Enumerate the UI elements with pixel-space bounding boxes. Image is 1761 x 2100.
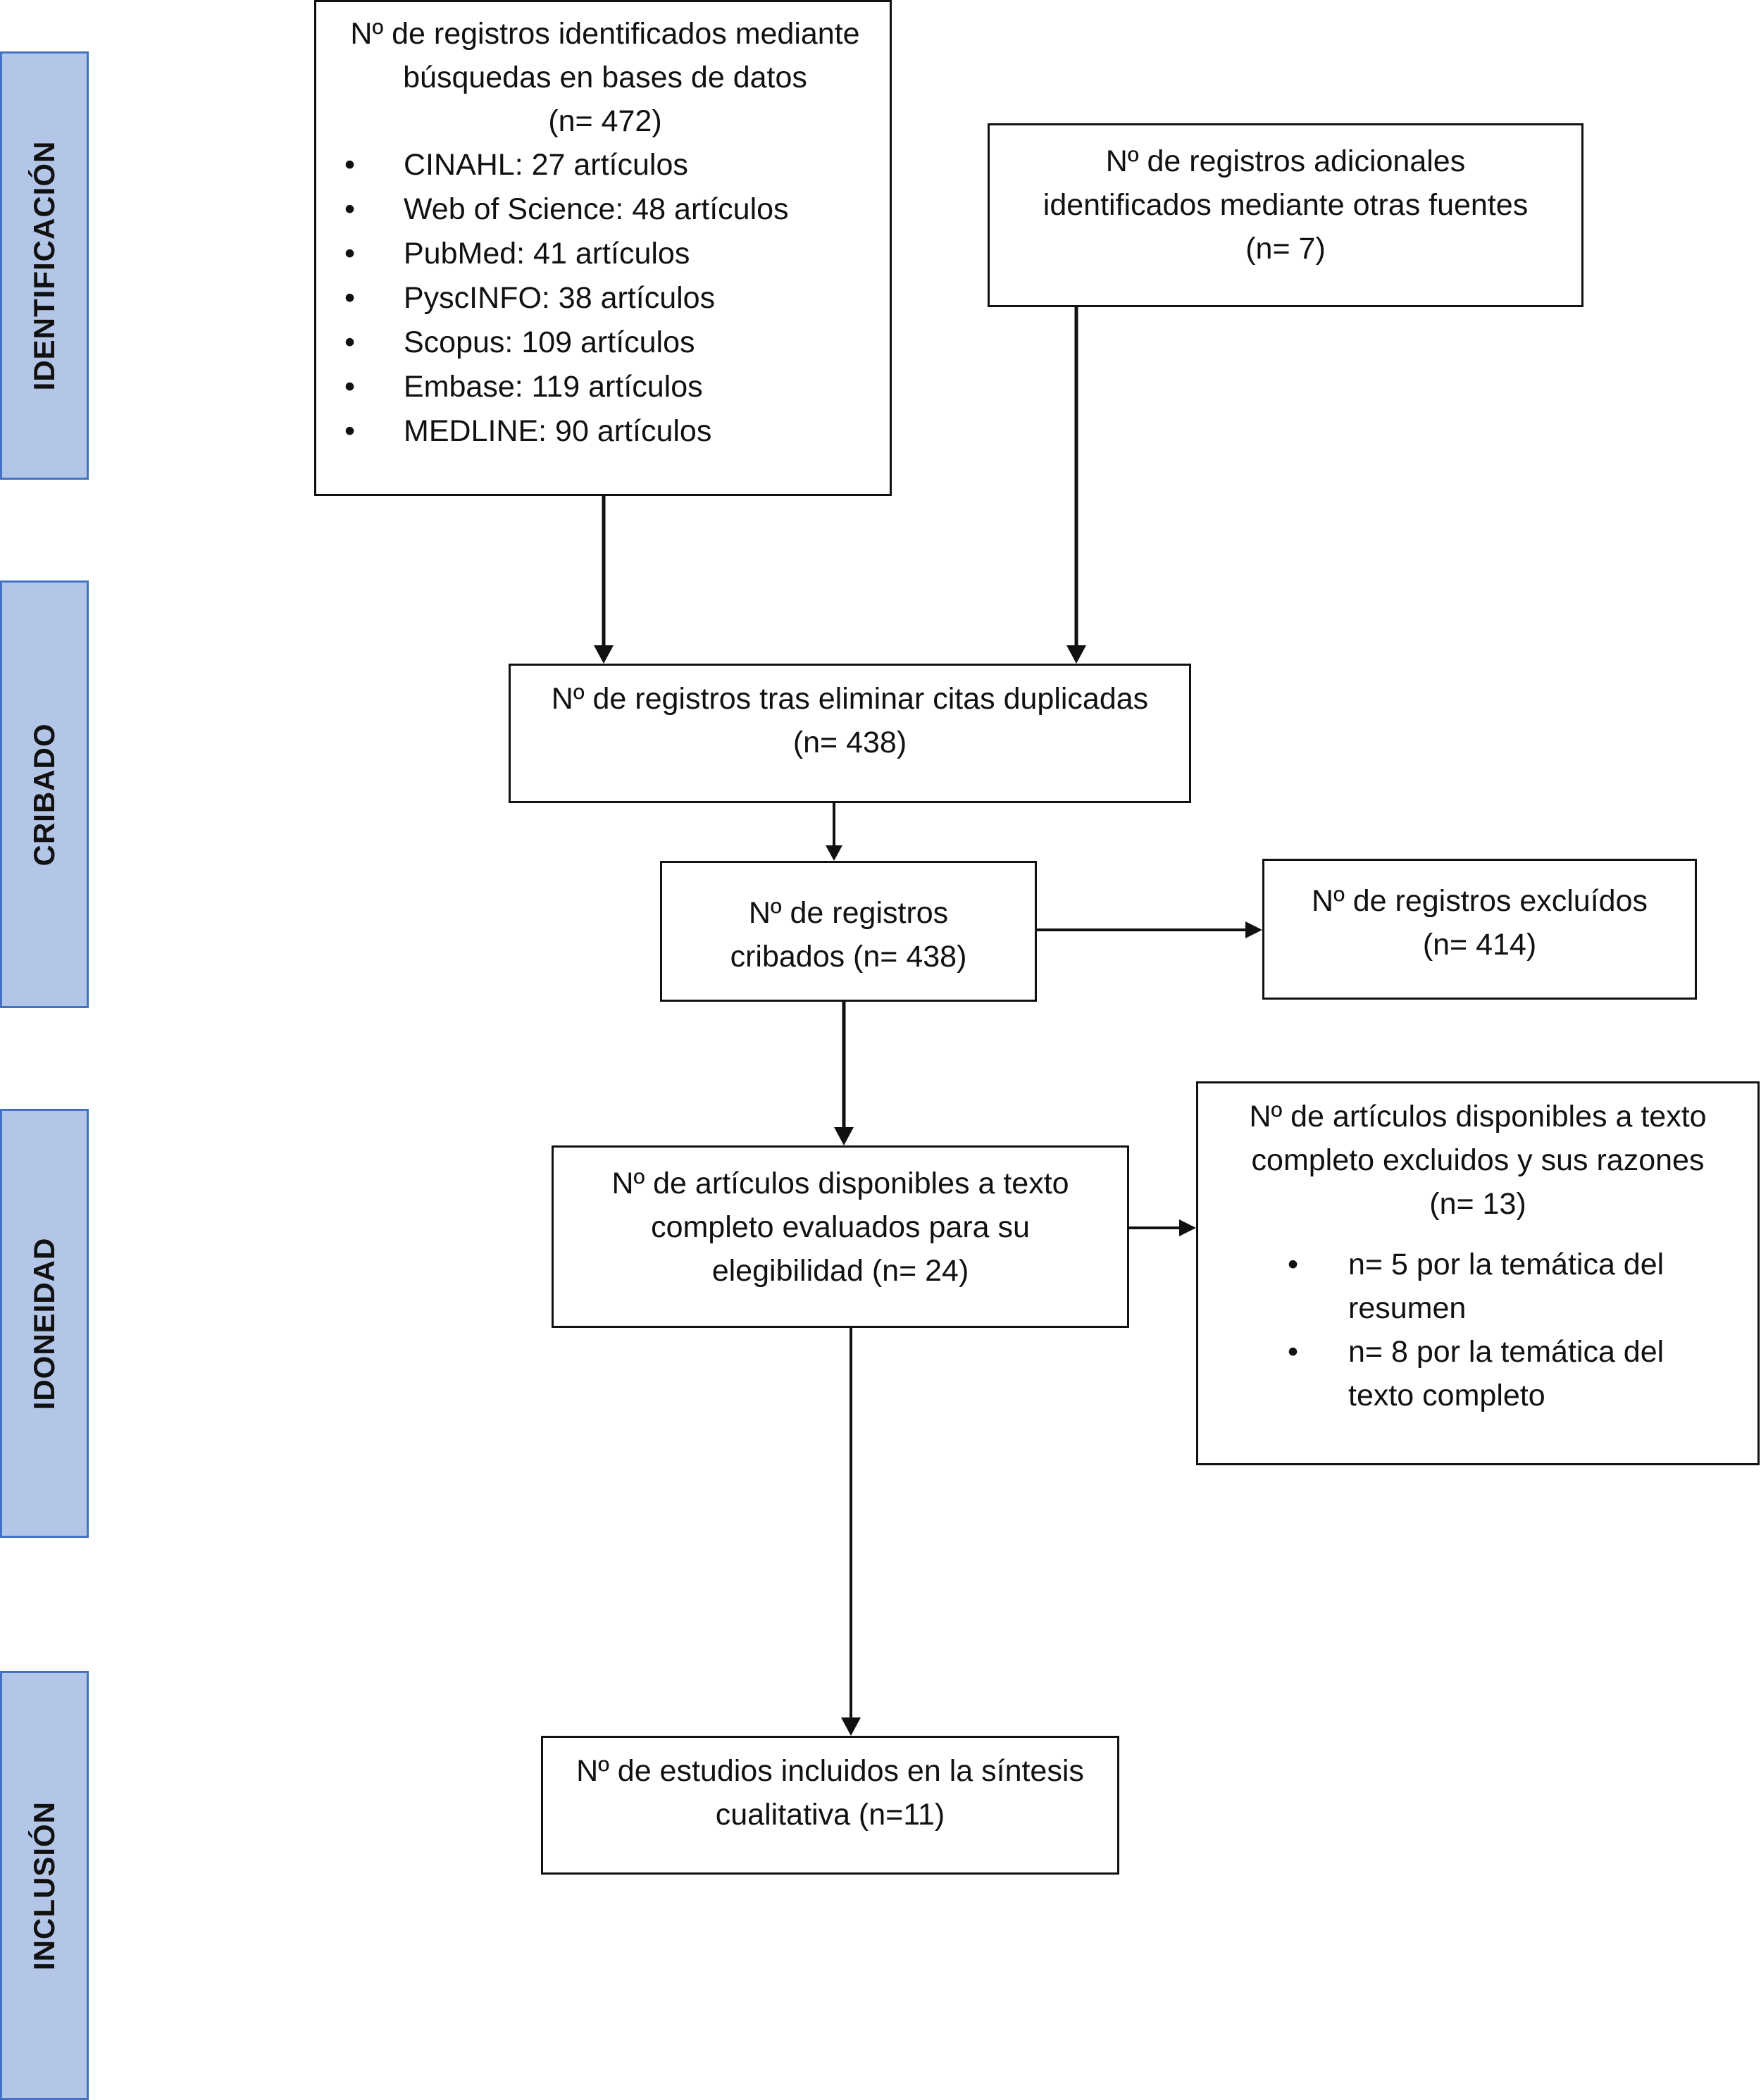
exclusion-reason: n= 5 por la temática del resumen bbox=[1288, 1243, 1757, 1330]
exclusion-reasons: n= 5 por la temática del resumen n= 8 po… bbox=[1198, 1243, 1757, 1417]
arrowhead-fulltext-to-excluded bbox=[1179, 1219, 1196, 1236]
screened-line: Nº de registros bbox=[748, 896, 949, 930]
database-item: Embase: 119 artículos bbox=[344, 365, 890, 409]
database-item: PyscINFO: 38 artículos bbox=[344, 276, 890, 321]
databases-line: búsquedas en bases de datos bbox=[403, 61, 807, 94]
databases-line: Nº de registros identificados mediante bbox=[350, 17, 860, 51]
phase-label-idoneidad: IDONEIDAD bbox=[27, 1237, 61, 1410]
database-item: MEDLINE: 90 artículos bbox=[344, 409, 890, 454]
phase-identificacion: IDENTIFICACIÓN bbox=[0, 51, 89, 480]
other-sources-line: (n= 7) bbox=[1245, 232, 1326, 266]
exclusion-reason: n= 8 por la temática del texto completo bbox=[1288, 1330, 1757, 1417]
exclusion-reason-line: texto completo bbox=[1348, 1379, 1545, 1412]
database-list: CINAHL: 27 artículos Web of Science: 48 … bbox=[316, 143, 890, 454]
arrowhead-other-sources-to-deduplicated bbox=[1066, 645, 1086, 664]
exclusion-reason-line: resumen bbox=[1348, 1291, 1467, 1325]
phase-cribado: CRIBADO bbox=[0, 580, 89, 1008]
phase-label-cribado: CRIBADO bbox=[27, 723, 61, 866]
box-fulltext-excluded: Nº de artículos disponibles a texto comp… bbox=[1196, 1081, 1760, 1465]
arrowhead-fulltext-to-included bbox=[841, 1717, 861, 1736]
fulltext-assessed-line: Nº de artículos disponibles a texto bbox=[611, 1167, 1069, 1200]
other-sources-line: Nº de registros adicionales bbox=[1105, 144, 1466, 178]
arrowhead-screened-to-fulltext bbox=[834, 1127, 854, 1145]
databases-line: (n= 472) bbox=[548, 104, 662, 138]
fulltext-excluded-header: Nº de artículos disponibles a texto comp… bbox=[1198, 1083, 1757, 1226]
exclusion-reason-line: n= 8 por la temática del bbox=[1348, 1335, 1664, 1369]
fulltext-assessed-line: completo evaluados para su bbox=[651, 1210, 1030, 1244]
arrowhead-deduplicated-to-screened bbox=[826, 845, 842, 861]
database-item: CINAHL: 27 artículos bbox=[344, 143, 890, 187]
excluded-line: Nº de registros excluídos bbox=[1312, 884, 1648, 918]
database-item: PubMed: 41 artículos bbox=[344, 232, 890, 276]
box-deduplicated: Nº de registros tras eliminar citas dupl… bbox=[509, 664, 1191, 803]
arrowhead-screened-to-excluded bbox=[1245, 921, 1262, 938]
box-included: Nº de estudios incluidos en la síntesis … bbox=[541, 1736, 1119, 1875]
deduplicated-line: Nº de registros tras eliminar citas dupl… bbox=[551, 682, 1149, 716]
fulltext-excluded-line: completo excluidos y sus razones bbox=[1251, 1143, 1705, 1177]
exclusion-reason-line: n= 5 por la temática del bbox=[1348, 1248, 1664, 1281]
database-item: Scopus: 109 artículos bbox=[344, 321, 890, 365]
box-databases: Nº de registros identificados mediante b… bbox=[314, 0, 892, 496]
phase-label-inclusion: INCLUSIÓN bbox=[27, 1801, 61, 1970]
included-line: cualitativa (n=11) bbox=[715, 1798, 945, 1832]
deduplicated-line: (n= 438) bbox=[792, 726, 907, 759]
databases-header: Nº de registros identificados mediante b… bbox=[309, 2, 901, 143]
other-sources-line: identificados mediante otras fuentes bbox=[1043, 188, 1529, 222]
fulltext-excluded-line: (n= 13) bbox=[1429, 1187, 1526, 1221]
fulltext-excluded-line: Nº de artículos disponibles a texto bbox=[1249, 1100, 1707, 1133]
arrowhead-databases-to-deduplicated bbox=[594, 645, 614, 664]
phase-inclusion: INCLUSIÓN bbox=[0, 1671, 89, 2100]
box-fulltext-assessed: Nº de artículos disponibles a texto comp… bbox=[552, 1145, 1129, 1328]
fulltext-assessed-line: elegibilidad (n= 24) bbox=[711, 1254, 969, 1288]
box-screened: Nº de registros cribados (n= 438) bbox=[660, 861, 1037, 1002]
included-line: Nº de estudios incluidos en la síntesis bbox=[576, 1754, 1084, 1788]
phase-idoneidad: IDONEIDAD bbox=[0, 1109, 89, 1538]
database-item: Web of Science: 48 artículos bbox=[344, 187, 890, 232]
excluded-line: (n= 414) bbox=[1422, 928, 1537, 962]
screened-line: cribados (n= 438) bbox=[730, 940, 967, 974]
box-other-sources: Nº de registros adicionales identificado… bbox=[988, 123, 1583, 307]
phase-label-identificacion: IDENTIFICACIÓN bbox=[27, 140, 61, 391]
box-excluded: Nº de registros excluídos (n= 414) bbox=[1262, 859, 1697, 1000]
